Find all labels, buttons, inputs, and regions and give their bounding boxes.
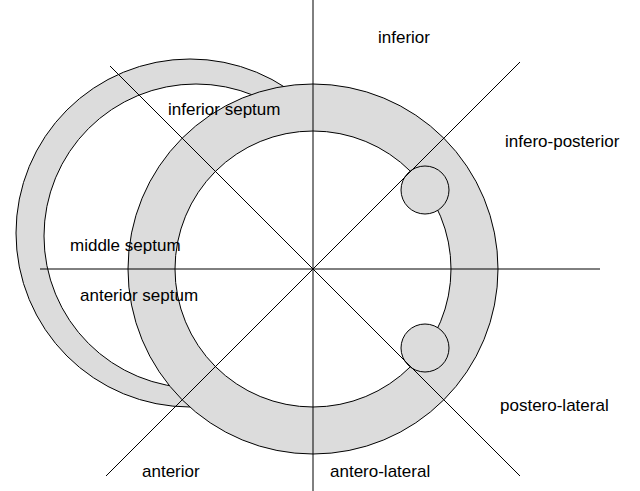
segment-label: inferior: [378, 28, 430, 48]
axis-line: [40, 269, 600, 270]
segment-label: anterior: [142, 462, 200, 482]
segment-label: infero-posterior: [505, 132, 619, 152]
axis-line: [110, 66, 520, 476]
segment-label: postero-lateral: [500, 396, 609, 416]
segment-label: anterior septum: [80, 286, 198, 306]
segment-label: middle septum: [70, 236, 181, 256]
axis-line: [106, 62, 520, 476]
axis-line: [313, 0, 314, 491]
segment-label: inferior septum: [168, 100, 280, 120]
segment-label: antero-lateral: [330, 462, 430, 482]
